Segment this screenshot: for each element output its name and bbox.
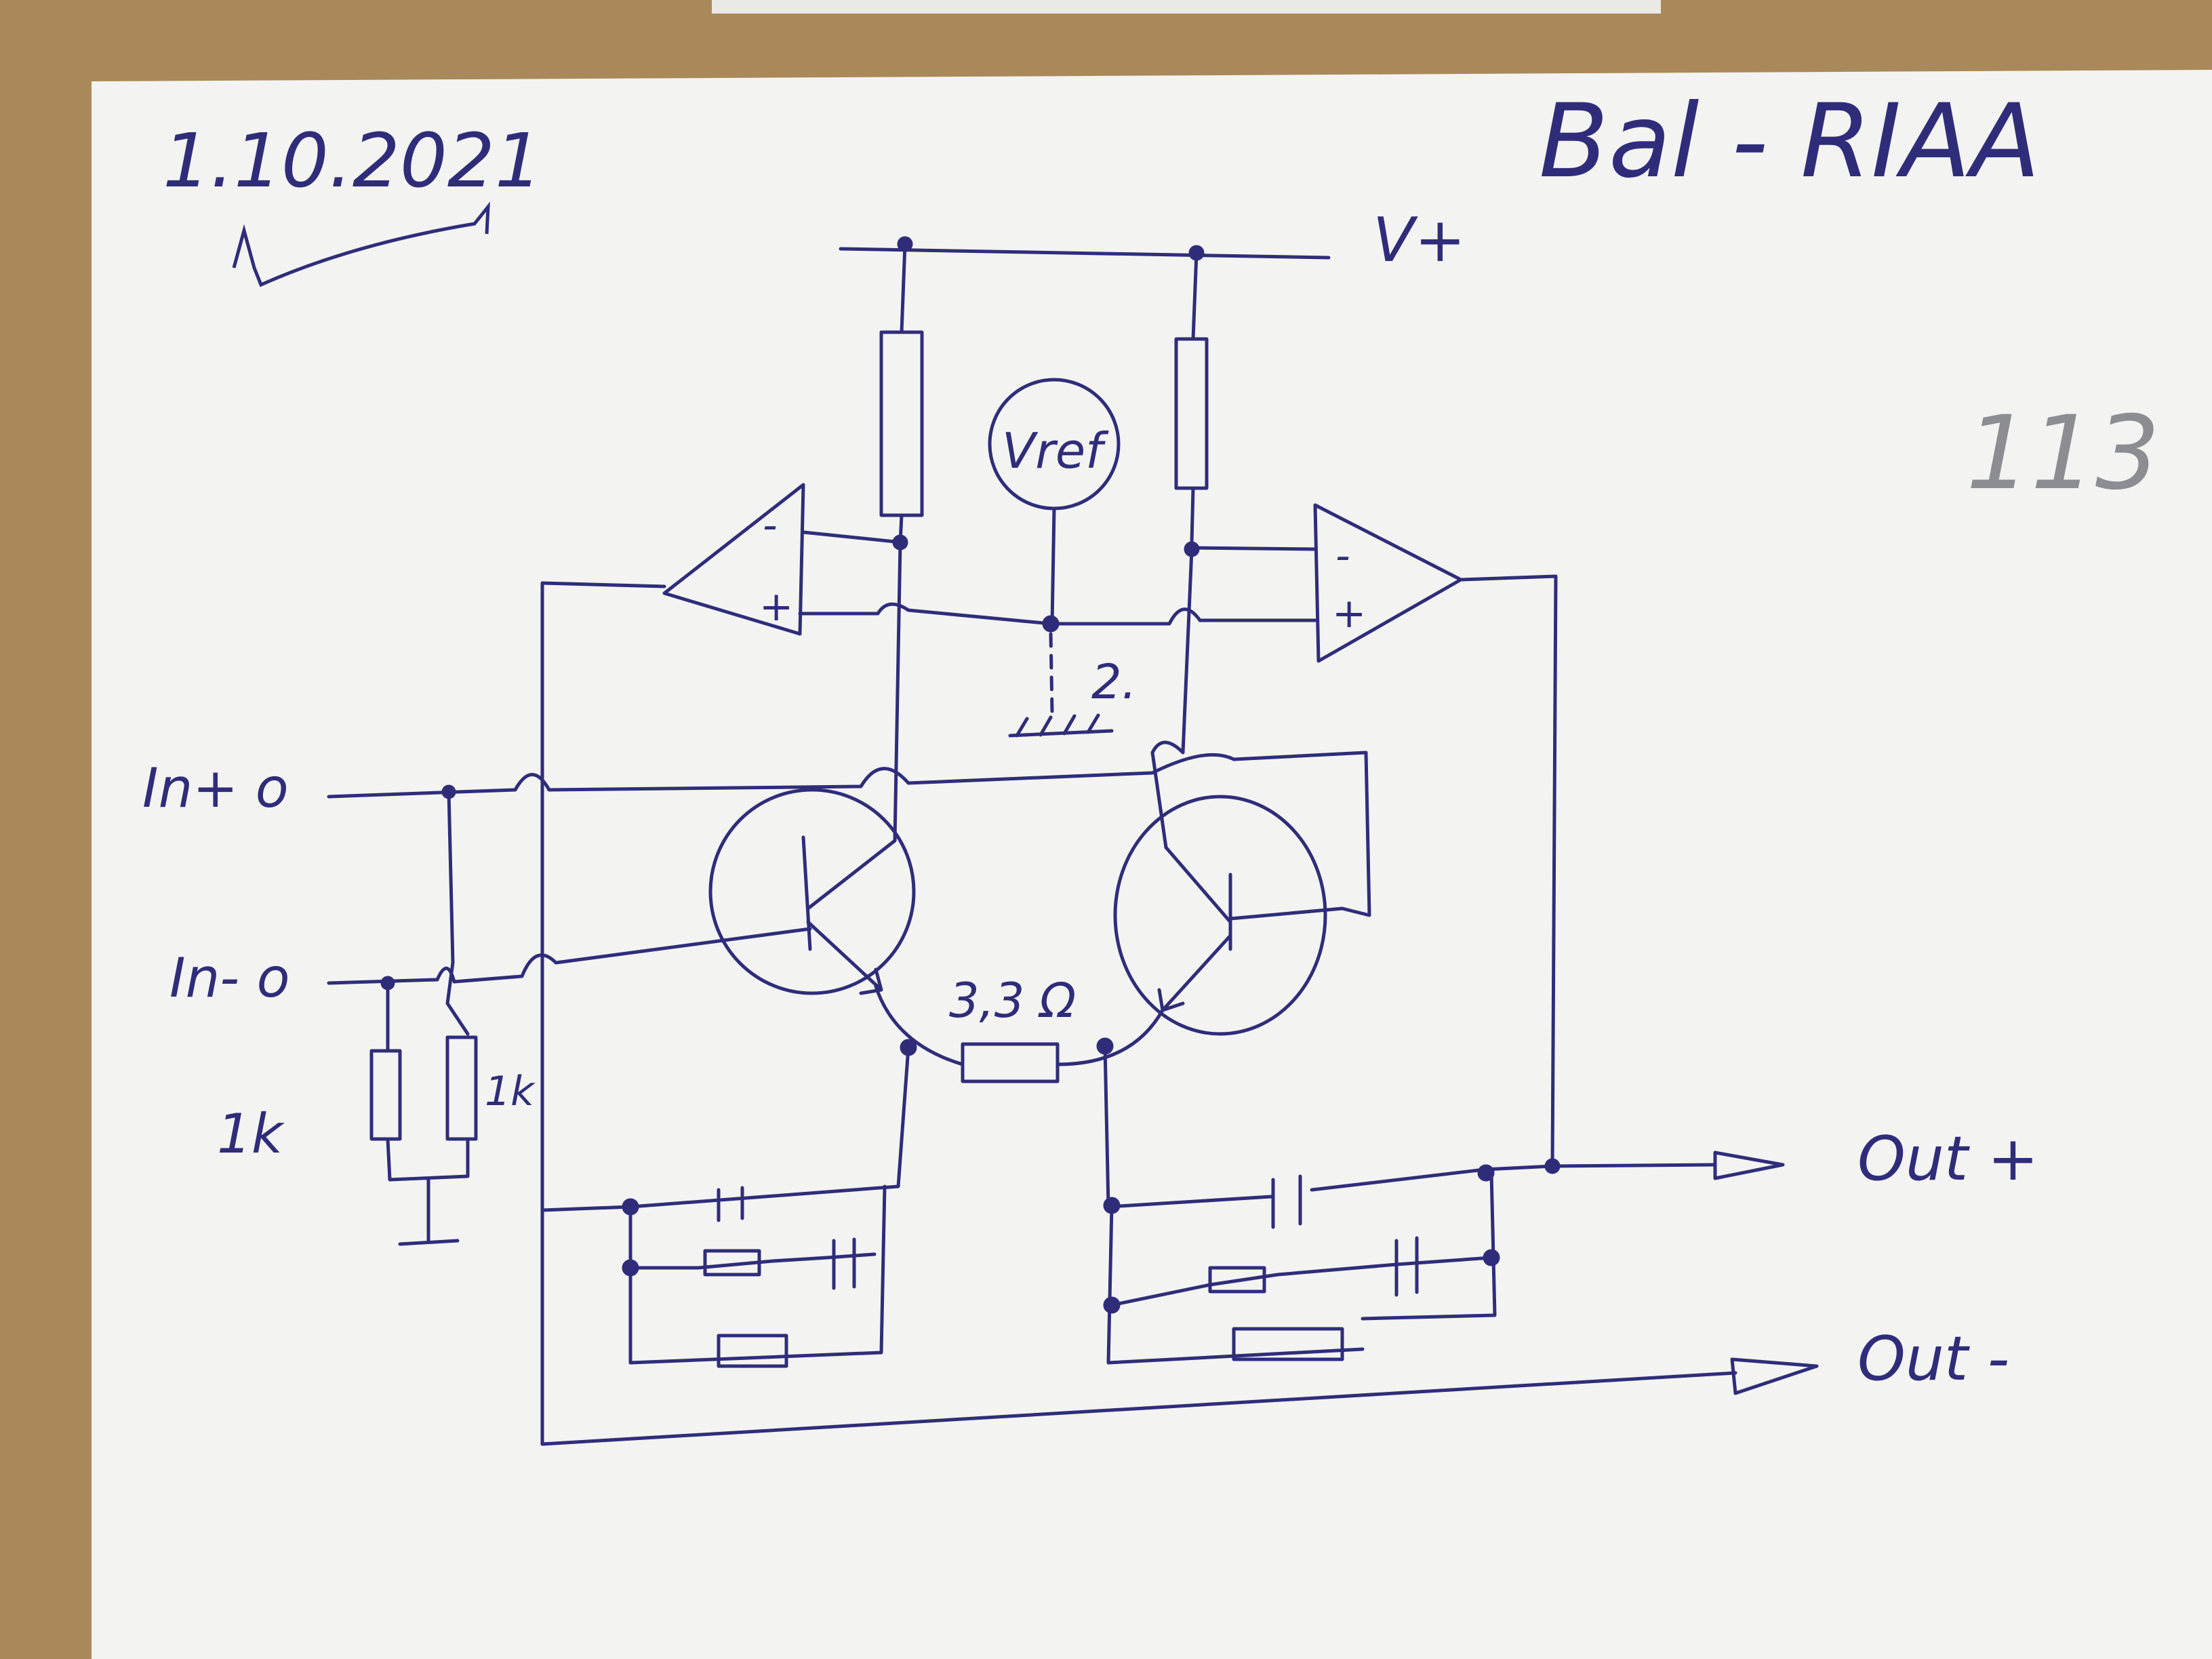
opamp-right [1313, 503, 1463, 663]
input-neg-label: In- o [169, 946, 290, 1010]
feedback-right-resistor2 [1232, 1327, 1344, 1361]
opamp-left-minus-wire [801, 530, 904, 544]
input-neg-wire [327, 927, 812, 985]
transistor-right [1113, 795, 1327, 1036]
input-pos-to-resistor [445, 790, 470, 1036]
output-pos-label: Out + [1857, 1123, 2038, 1195]
input-resistor-right [445, 1035, 478, 1141]
opamp-left-minus: - [763, 502, 778, 549]
ground-symbol-hatch [1008, 713, 1114, 738]
vref-label: Vref [1002, 422, 1109, 479]
title-text: Bal - RIAA [1539, 83, 2040, 201]
input-resistor-left [369, 1049, 402, 1141]
opamp-right-plus-wire [1049, 607, 1317, 626]
corner-number: 113 [1966, 395, 2160, 513]
date-text: 1.10.2021 [163, 117, 542, 204]
feedback-left-resistor2 [717, 1334, 788, 1368]
feedback-left-resistor1 [703, 1249, 761, 1277]
opamp-left-output-wire [540, 581, 666, 1446]
transistor-right-base-wire [1228, 906, 1344, 921]
opamp-left-plus: + [759, 583, 793, 631]
ground-note: 2. [1091, 654, 1137, 710]
feedback-left-cap1 [717, 1186, 744, 1222]
supply-rail [839, 247, 1331, 260]
vref-wire [1050, 506, 1056, 626]
output-neg-arrow [1730, 1357, 1819, 1395]
vref-ground-dashed [1049, 632, 1054, 714]
feedback-right-cap2 [1394, 1236, 1419, 1297]
output-pos-arrow [1713, 1151, 1785, 1180]
input-resistor-ground [386, 1137, 470, 1246]
output-neg-wire [540, 1371, 1737, 1446]
transistor-left-emitter [806, 920, 883, 995]
feedback-left-branch2 [628, 1184, 887, 1365]
collector-resistor-right [1174, 337, 1209, 490]
collector-wire-right [1190, 251, 1199, 544]
opamp-left-plus-wire [798, 602, 1053, 626]
input-pos-label: In+ o [142, 757, 289, 820]
emitter-resistor-label: 3,3 Ω [949, 973, 1076, 1028]
output-neg-label: Out - [1857, 1323, 2009, 1395]
paper-sheet [92, 70, 2212, 1659]
feedback-right-branch [1106, 1171, 1497, 1365]
schematic [327, 236, 1819, 1446]
opamp-right-output-wire [1459, 574, 1558, 1168]
transistor-left-collector [806, 839, 897, 911]
opamp-right-plus: + [1332, 590, 1366, 637]
signature [232, 201, 490, 287]
supply-label: V+ [1373, 205, 1466, 276]
feedback-right-resistor1 [1208, 1266, 1266, 1294]
transistor-left [708, 788, 916, 995]
feedback-left-cap2 [832, 1237, 856, 1290]
opamp-right-minus: - [1335, 532, 1350, 580]
output-pos-wire [1550, 1163, 1717, 1168]
feedback-left-rail [540, 1045, 910, 1212]
feedback-left-series-wire [628, 1252, 877, 1270]
opamp-left [662, 483, 805, 636]
schematic-labels: V+ Vref 2. - + - + In+ o In- o 3,3 Ω 1k … [142, 205, 2038, 1395]
emitter-arc-left [874, 984, 965, 1066]
feedback-right-cap1 [1271, 1174, 1302, 1229]
feedback-right-series-wire [1110, 1256, 1493, 1307]
input-res-right-label: 1k [485, 1068, 536, 1115]
input-res-left-label: 1k [217, 1102, 285, 1165]
transistor-right-collector [1164, 845, 1232, 924]
collector-drop-left [893, 540, 902, 843]
emitter-arc-right [1055, 1008, 1165, 1066]
collector-resistor-left [879, 330, 924, 517]
input-pos-wire [327, 751, 1371, 917]
opamp-right-minus-wire [1190, 546, 1317, 551]
top-strip-paper [712, 0, 1661, 14]
collector-drop-right [1150, 547, 1194, 850]
